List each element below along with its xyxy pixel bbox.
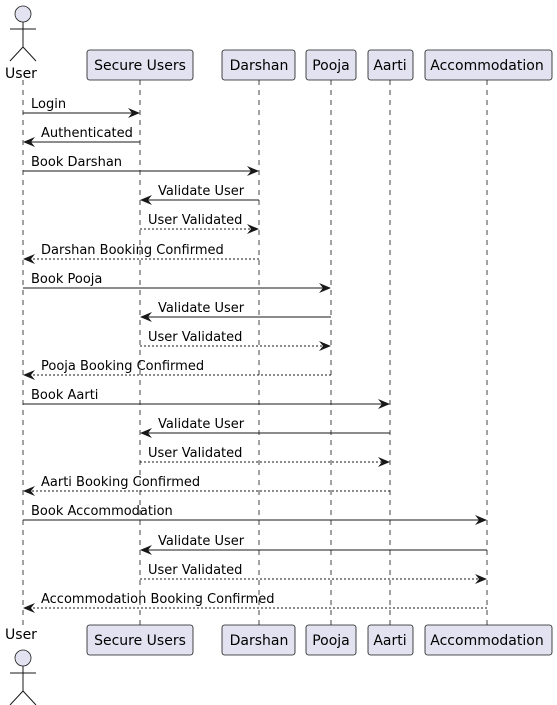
- message-label: Login: [31, 97, 66, 112]
- message-6: Darshan Booking Confirmed: [23, 243, 259, 264]
- participant-box-aarti-top: [367, 49, 414, 81]
- participant-label-user-bottom: User: [5, 627, 37, 643]
- participant-label-secure-top: Secure Users: [94, 58, 186, 74]
- participant-label-pooja-bottom: Pooja: [312, 633, 350, 649]
- message-1: Login: [23, 97, 140, 118]
- participant-box-secure-top: [86, 49, 194, 81]
- message-label: Pooja Booking Confirmed: [41, 359, 204, 374]
- message-label: Book Accommodation: [31, 504, 173, 519]
- message-label: Accommodation Booking Confirmed: [41, 592, 275, 607]
- message-label: User Validated: [148, 563, 242, 578]
- message-label: Book Pooja: [31, 272, 102, 287]
- message-label: Book Aarti: [31, 388, 98, 403]
- message-label: User Validated: [148, 446, 242, 461]
- message-label: Authenticated: [41, 126, 133, 141]
- participant-box-pooja-top: [305, 49, 357, 81]
- message-label: User Validated: [148, 213, 242, 228]
- message-label: Validate User: [158, 417, 245, 432]
- message-label: Validate User: [158, 534, 245, 549]
- participant-box-aarti-bottom: [367, 624, 414, 656]
- message-17: User Validated: [140, 563, 487, 584]
- participant-label-pooja-top: Pooja: [312, 58, 350, 74]
- participant-label-user-top: User: [5, 66, 37, 82]
- message-16: Validate User: [140, 534, 487, 555]
- message-9: User Validated: [140, 330, 331, 351]
- participant-label-secure-bottom: Secure Users: [94, 633, 186, 649]
- participant-box-accommodation-top: [424, 49, 553, 81]
- message-14: Aarti Booking Confirmed: [23, 475, 390, 496]
- message-5: User Validated: [140, 213, 259, 234]
- message-label: Validate User: [158, 184, 245, 199]
- message-13: User Validated: [140, 446, 390, 467]
- message-label: Darshan Booking Confirmed: [41, 243, 224, 258]
- participant-box-pooja-bottom: [305, 624, 357, 656]
- participant-label-aarti-bottom: Aarti: [373, 633, 406, 649]
- actor-user-figure-bottom: [9, 649, 37, 705]
- participants-top: User Secure Users Darshan Pooja Aarti Accommo…: [5, 5, 553, 82]
- message-label: Aarti Booking Confirmed: [41, 475, 200, 490]
- participant-label-darshan-bottom: Darshan: [230, 633, 289, 649]
- participant-box-darshan-top: [221, 49, 296, 81]
- message-label: Book Darshan: [31, 155, 122, 170]
- participant-label-darshan-top: Darshan: [230, 58, 289, 74]
- message-label: Validate User: [158, 301, 245, 316]
- message-label: User Validated: [148, 330, 242, 345]
- participants-bottom: User Secure Users Darshan Pooja Aarti Accommo…: [5, 624, 553, 705]
- message-18: Accommodation Booking Confirmed: [23, 592, 487, 613]
- participant-label-aarti-top: Aarti: [373, 58, 406, 74]
- participant-box-accommodation-bottom: [424, 624, 553, 656]
- actor-user-figure-top: [9, 5, 37, 62]
- message-15: Book Accommodation: [23, 504, 487, 525]
- participant-box-secure-bottom: [86, 624, 194, 656]
- message-12: Validate User: [140, 417, 390, 438]
- participant-label-accommodation-top: Accommodation: [430, 58, 543, 74]
- message-10: Pooja Booking Confirmed: [23, 359, 331, 380]
- message-11: Book Aarti: [23, 388, 390, 409]
- message-7: Book Pooja: [23, 272, 331, 293]
- message-3: Book Darshan: [23, 155, 259, 176]
- message-4: Validate User: [140, 184, 259, 205]
- message-2: Authenticated: [23, 126, 140, 147]
- participant-box-darshan-bottom: [221, 624, 296, 656]
- message-8: Validate User: [140, 301, 331, 322]
- participant-label-accommodation-bottom: Accommodation: [430, 633, 543, 649]
